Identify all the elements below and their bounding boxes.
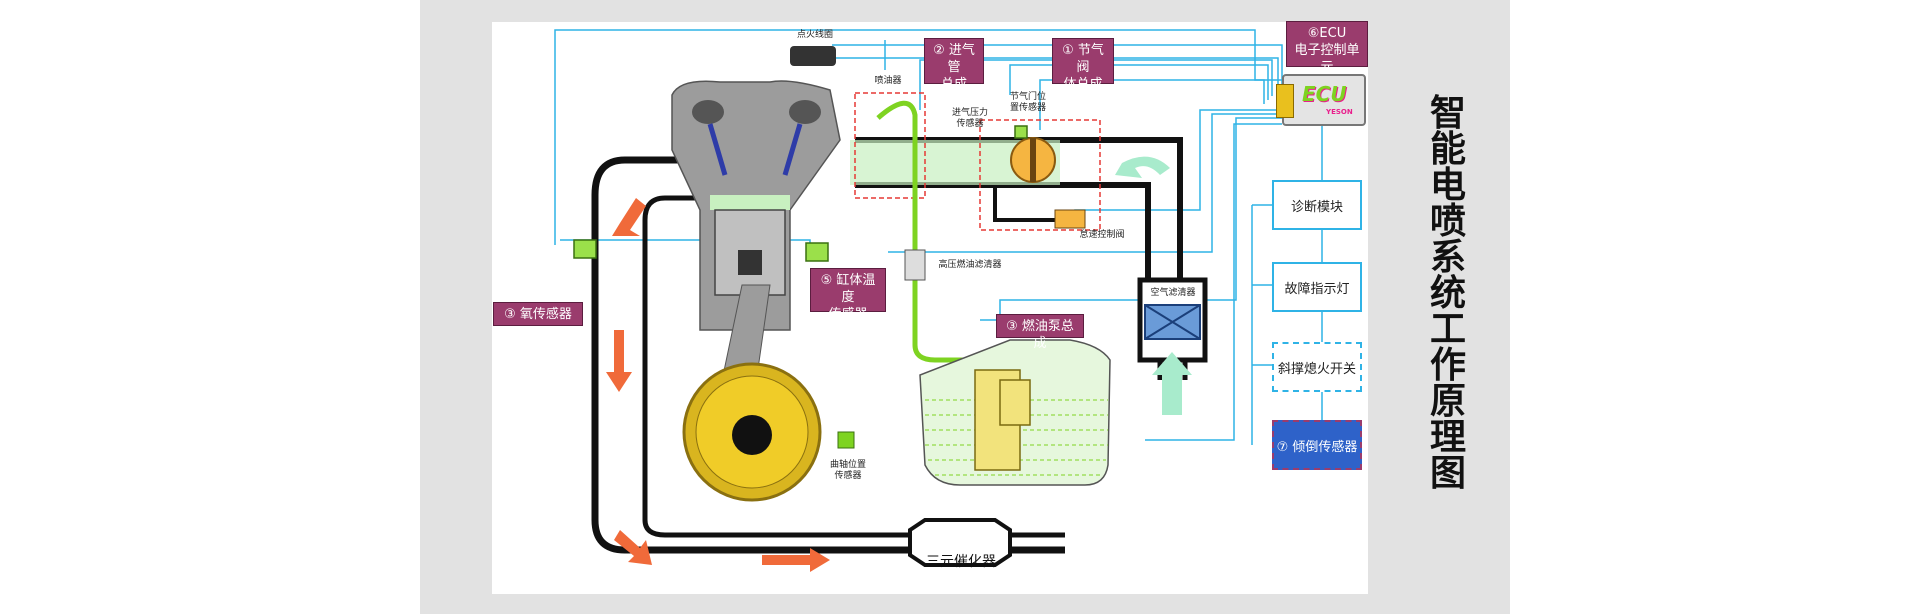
signal-wires	[554, 29, 1323, 461]
flow-arrows	[606, 198, 830, 572]
label-air-filter: 空气滤清器	[1150, 288, 1196, 298]
label-fuel-pump: ③ 燃油泵总成	[996, 314, 1084, 351]
air-arrows	[1115, 156, 1192, 415]
label-throttle-position: 节气门位 置传感器	[1009, 92, 1046, 113]
label-intake-pressure: 进气压力 传感器	[951, 108, 988, 129]
side-box-kickstand-switch: 斜撑熄火开关	[1272, 342, 1362, 392]
label-ignition-coil: 点火线圈	[796, 30, 833, 40]
side-box-diagnostic: 诊断模块	[1272, 180, 1362, 230]
label-oxygen-sensor: ③ 氧传感器	[493, 302, 583, 326]
diagram-canvas	[492, 22, 1368, 594]
label-crank-sensor: 曲轴位置 传感器	[829, 460, 866, 481]
crank-gear	[682, 362, 855, 502]
page-title: 智能电喷系统工作原理图	[1429, 93, 1466, 494]
side-box-tilt-sensor: ⑦ 倾倒传感器	[1272, 420, 1362, 470]
exhaust-pipe	[591, 156, 1065, 554]
label-throttle: ① 节气阀 体总成	[1052, 38, 1114, 92]
label-idle-valve: 怠速控制阀	[1079, 230, 1125, 240]
label-catalyst: 三元催化器	[926, 554, 996, 570]
ecu-logo: ECU	[1302, 82, 1347, 106]
ecu-connector	[1276, 84, 1294, 118]
label-cylinder-temp: ⑤ 缸体温度 传感器	[810, 268, 886, 322]
intake-manifold-box	[854, 92, 926, 199]
ignition-coil-shape	[790, 46, 836, 66]
ecu-unit: ECU YESON	[1276, 74, 1366, 126]
ecu-brand: YESON	[1326, 108, 1353, 116]
engine-block	[671, 80, 841, 391]
catalytic-converter	[908, 518, 1012, 567]
side-box-fault-light: 故障指示灯	[1272, 262, 1362, 312]
fuel-tank	[919, 339, 1111, 486]
sensor-shapes	[573, 125, 1028, 262]
fuel-line	[876, 100, 985, 363]
label-fuel-filter: 高压燃油滤清器	[938, 260, 1002, 270]
throttle-body	[979, 119, 1101, 231]
label-ecu: ⑥ECU 电子控制单元	[1286, 21, 1368, 75]
label-intake: ② 进气管 总成	[924, 38, 984, 92]
label-injector: 喷油器	[874, 76, 902, 86]
air-filter	[1137, 277, 1208, 380]
fuel-filter-shape	[904, 249, 926, 281]
